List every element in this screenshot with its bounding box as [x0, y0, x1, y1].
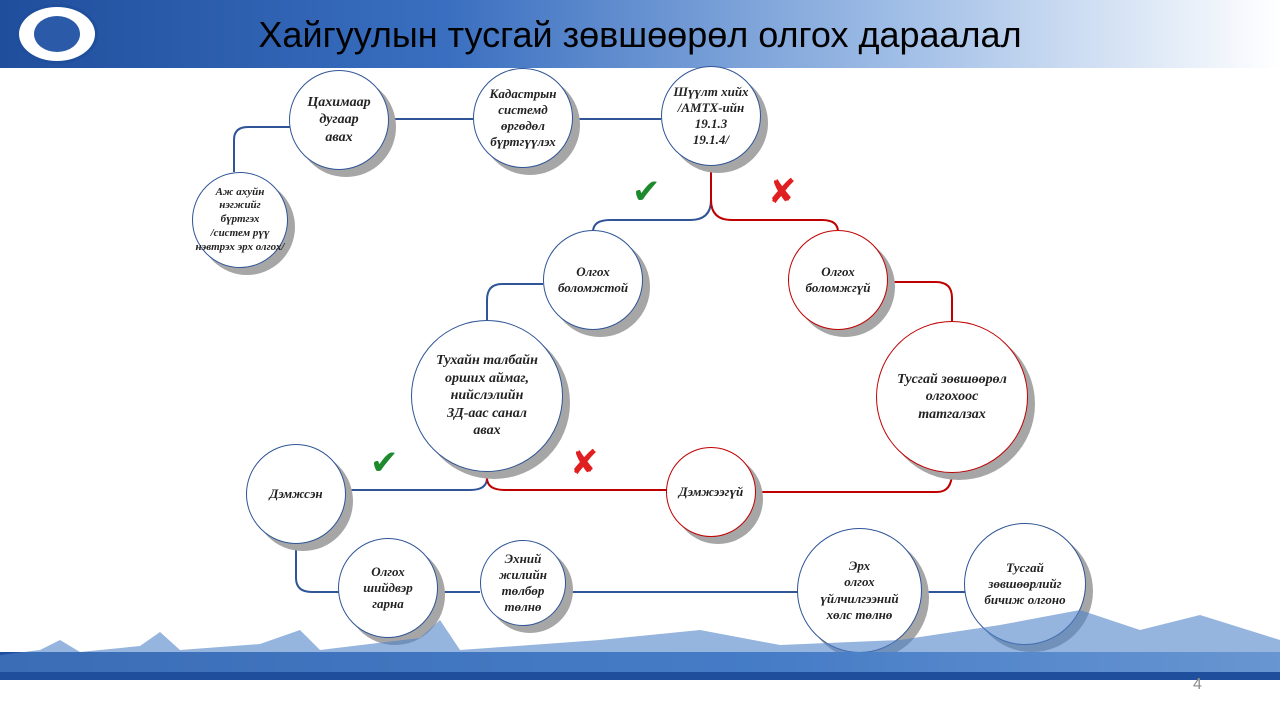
- connector: [755, 471, 953, 493]
- step-can-grant: Олгох боломжтой: [543, 230, 643, 330]
- page-number: 4: [1193, 676, 1202, 693]
- connector: [710, 166, 839, 233]
- check-icon: ✔: [370, 443, 399, 483]
- step-supported: Дэмжсэн: [246, 444, 346, 544]
- connector: [295, 542, 340, 593]
- slide-title: Хайгуулын тусгай зөвшөөрөл олгох дараала…: [258, 14, 1022, 55]
- connector: [486, 283, 543, 322]
- check-icon: ✔: [632, 172, 661, 212]
- step-local-approval: Тухайн талбайн орших аймаг, нийслэлийн З…: [411, 320, 563, 472]
- cross-icon: ✘: [768, 172, 797, 212]
- connector: [233, 126, 291, 172]
- step-decision: Олгох шийдвэр гарна: [338, 538, 438, 638]
- cross-icon: ✘: [570, 443, 599, 483]
- step-not-supported: Дэмжээгүй: [666, 447, 756, 537]
- step-cannot-grant: Олгох боломжгүй: [788, 230, 888, 330]
- step-register-entity: Аж ахуйн нэгжийг бүртгэх /систем рүү нэв…: [192, 172, 288, 268]
- connector: [346, 470, 488, 491]
- connector: [486, 470, 667, 491]
- agency-logo: [16, 4, 98, 64]
- step-refuse-license: Тусгай зөвшөөрөл олгохоос татгалзах: [876, 321, 1028, 473]
- step-first-year-fee: Эхний жилийн төлбөр төлнө: [480, 540, 566, 626]
- connector: [592, 166, 712, 233]
- step-get-number: Цахимаар дугаар авах: [289, 70, 389, 170]
- header-bar: Хайгуулын тусгай зөвшөөрөл олгох дараала…: [0, 0, 1280, 68]
- step-cadastre-register: Кадастрын системд өргөдөл бүртгүүлэх: [473, 68, 573, 168]
- connector: [888, 281, 953, 322]
- step-review: Шүүлт хийх /АМТХ-ийн 19.1.3 19.1.4/: [661, 66, 761, 166]
- step-service-fee: Эрх олгох үйлчилгээний хөлс төлнө: [797, 528, 922, 653]
- mining-skyline-banner: [0, 610, 1280, 680]
